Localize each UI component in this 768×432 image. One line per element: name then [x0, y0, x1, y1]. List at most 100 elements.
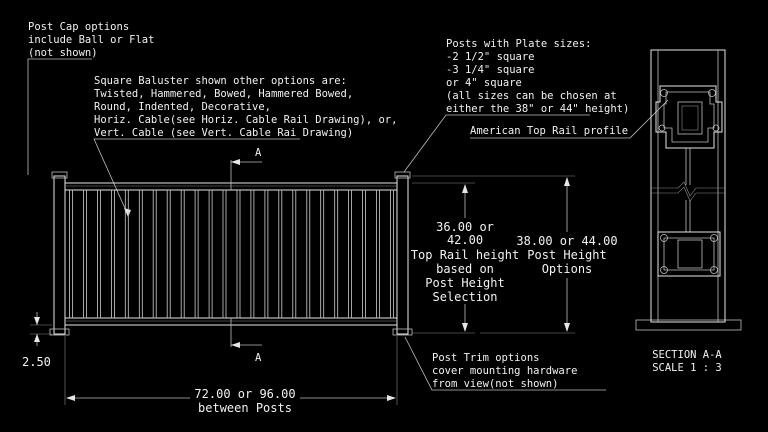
top-rail-outer-profile — [655, 85, 723, 149]
bottom-rail-inner-profile — [663, 237, 715, 271]
bottom-gap-arrow-top — [34, 317, 40, 325]
baluster — [236, 189, 241, 319]
top-rail-height-line-5: Post Height — [425, 276, 504, 290]
top-rail-height-line-2: 42.00 — [447, 233, 483, 247]
section-mark-bottom: A — [255, 352, 262, 364]
baluster-line-3: Round, Indented, Decorative, — [94, 101, 271, 113]
top-rail-height-arrow-top — [462, 184, 468, 193]
baluster — [264, 189, 269, 319]
bottom-rail-bolt-top-left — [660, 234, 668, 242]
top-rail-bolt-top-left — [660, 89, 668, 97]
post-cap-line-2: include Ball or Flat — [28, 34, 154, 46]
section-cut-marks: A A — [230, 147, 262, 364]
section-post-outline — [650, 49, 726, 323]
baluster — [348, 189, 353, 319]
top-rail-height-line-4: based on — [436, 262, 494, 276]
posts-plate-leader — [403, 114, 590, 173]
between-posts-line-2: between Posts — [198, 401, 292, 415]
top-rail-channel — [677, 101, 703, 135]
right-post-trim — [392, 328, 413, 336]
post-trim-line-2: cover mounting hardware — [432, 365, 577, 377]
posts-plate-line-3: -3 1/4" square — [446, 64, 535, 76]
balusters — [69, 189, 394, 319]
posts-plate-line-4: or 4" square — [446, 77, 522, 89]
baluster — [376, 189, 380, 319]
baluster — [97, 189, 101, 319]
right-post — [396, 175, 409, 335]
baluster — [334, 189, 339, 319]
bottom-gap-dimension: 2.50 — [22, 312, 52, 369]
bottom-rail-channel — [677, 239, 703, 269]
post-height-arrow-bottom — [564, 323, 570, 332]
bottom-rail-bolt-bottom-right — [710, 266, 718, 274]
between-posts-line-1: 72.00 or 96.00 — [194, 387, 295, 401]
baluster — [292, 189, 297, 319]
section-bottom-rail-profile — [657, 200, 721, 277]
between-posts-dimension: 72.00 or 96.00 between Posts — [64, 336, 398, 416]
baluster — [362, 189, 367, 319]
baluster-line-2: Twisted, Hammered, Bowed, Hammered Bowed… — [94, 88, 353, 100]
post-trim-note: Post Trim options cover mounting hardwar… — [404, 336, 606, 391]
baluster-line-1: Square Baluster shown other options are: — [94, 75, 347, 87]
section-top-arrow — [231, 159, 240, 165]
top-rail-bolt-bottom-right — [712, 124, 720, 132]
section-title: SECTION A-A — [652, 349, 722, 361]
top-rail-bolt-top-right — [708, 89, 716, 97]
bottom-gap-value: 2.50 — [22, 355, 51, 369]
post-cap-line-1: Post Cap options — [28, 21, 129, 33]
left-post-trim — [49, 328, 70, 336]
posts-plate-note: Posts with Plate sizes: -2 1/2" square -… — [403, 38, 629, 173]
top-rail-height-dimension: 36.00 or 42.00 Top Rail height based on … — [411, 182, 519, 334]
baluster-leader-arrow — [124, 208, 131, 217]
baluster — [208, 189, 213, 319]
railing-elevation — [49, 171, 413, 336]
top-rail-channel-inner — [681, 105, 699, 131]
section-bottom-arrow — [231, 342, 240, 348]
between-posts-arrow-left — [66, 395, 75, 401]
between-posts-arrow-right — [387, 395, 396, 401]
post-height-line-3: Options — [542, 262, 593, 276]
post-trim-line-1: Post Trim options — [432, 352, 539, 364]
top-rail-profile-leader — [470, 99, 669, 139]
post-height-arrow-top — [564, 177, 570, 186]
baluster — [83, 189, 87, 319]
baluster — [390, 189, 394, 319]
top-rail-height-arrow-bottom — [462, 323, 468, 332]
baluster — [320, 189, 325, 319]
top-rail-height-line-3: Top Rail height — [411, 248, 519, 262]
baluster — [166, 189, 171, 319]
top-rail-profile-note: American Top Rail profile — [470, 99, 669, 139]
baluster — [222, 189, 227, 319]
section-break-line-2 — [651, 186, 725, 202]
bottom-rail-bolt-bottom-left — [660, 266, 668, 274]
right-post-cap — [394, 171, 411, 179]
section-top-rail-profile — [655, 85, 723, 185]
baluster — [124, 189, 129, 319]
top-rail-height-text-bg — [412, 218, 518, 304]
post-height-line-1: 38.00 or 44.00 — [516, 234, 617, 248]
bottom-gap-arrow-bottom — [34, 334, 40, 342]
post-trim-line-3: from view(not shown) — [432, 378, 558, 390]
baluster — [180, 189, 185, 319]
post-trim-leader — [404, 336, 606, 391]
post-height-line-2: Post Height — [527, 248, 606, 262]
post-cap-line-3: (not shown) — [28, 47, 98, 59]
posts-plate-line-2: -2 1/2" square — [446, 51, 535, 63]
baluster — [250, 189, 255, 319]
post-cap-note: Post Cap options include Ball or Flat (n… — [27, 21, 154, 175]
post-height-dimension: 38.00 or 44.00 Post Height Options — [412, 175, 618, 334]
section-mark-top: A — [255, 147, 262, 159]
section-break-line-1 — [651, 181, 725, 197]
bottom-rail-outer-profile — [657, 231, 721, 277]
posts-plate-line-5: (all sizes can be chosen at — [446, 90, 617, 102]
post-cap-leader — [27, 58, 92, 175]
baluster-line-4: Horiz. Cable(see Horiz. Cable Rail Drawi… — [94, 114, 397, 126]
posts-plate-line-1: Posts with Plate sizes: — [446, 38, 591, 50]
top-rail-bolt-bottom-left — [658, 124, 666, 132]
bottom-rail-bolt-top-right — [710, 234, 718, 242]
baluster — [278, 189, 283, 319]
baluster — [138, 189, 143, 319]
posts-plate-line-6: either the 38" or 44" height) — [446, 103, 629, 115]
top-rail-profile-label: American Top Rail profile — [470, 125, 628, 137]
